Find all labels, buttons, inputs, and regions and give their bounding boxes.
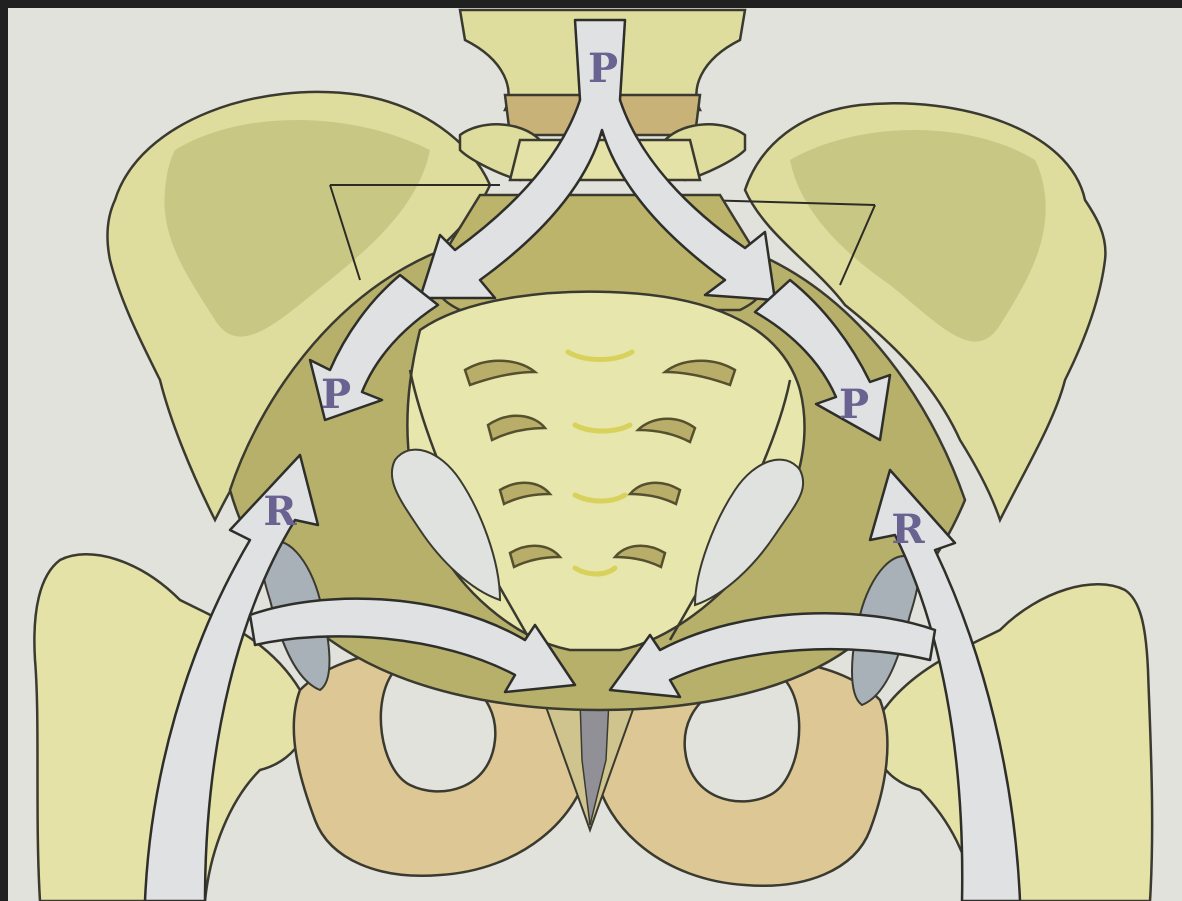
label-p-top: P (588, 45, 618, 92)
label-r-right: R (891, 506, 925, 553)
label-r-left: R (263, 488, 297, 535)
label-p-left: P (321, 371, 351, 418)
label-p-right: P (839, 381, 869, 428)
